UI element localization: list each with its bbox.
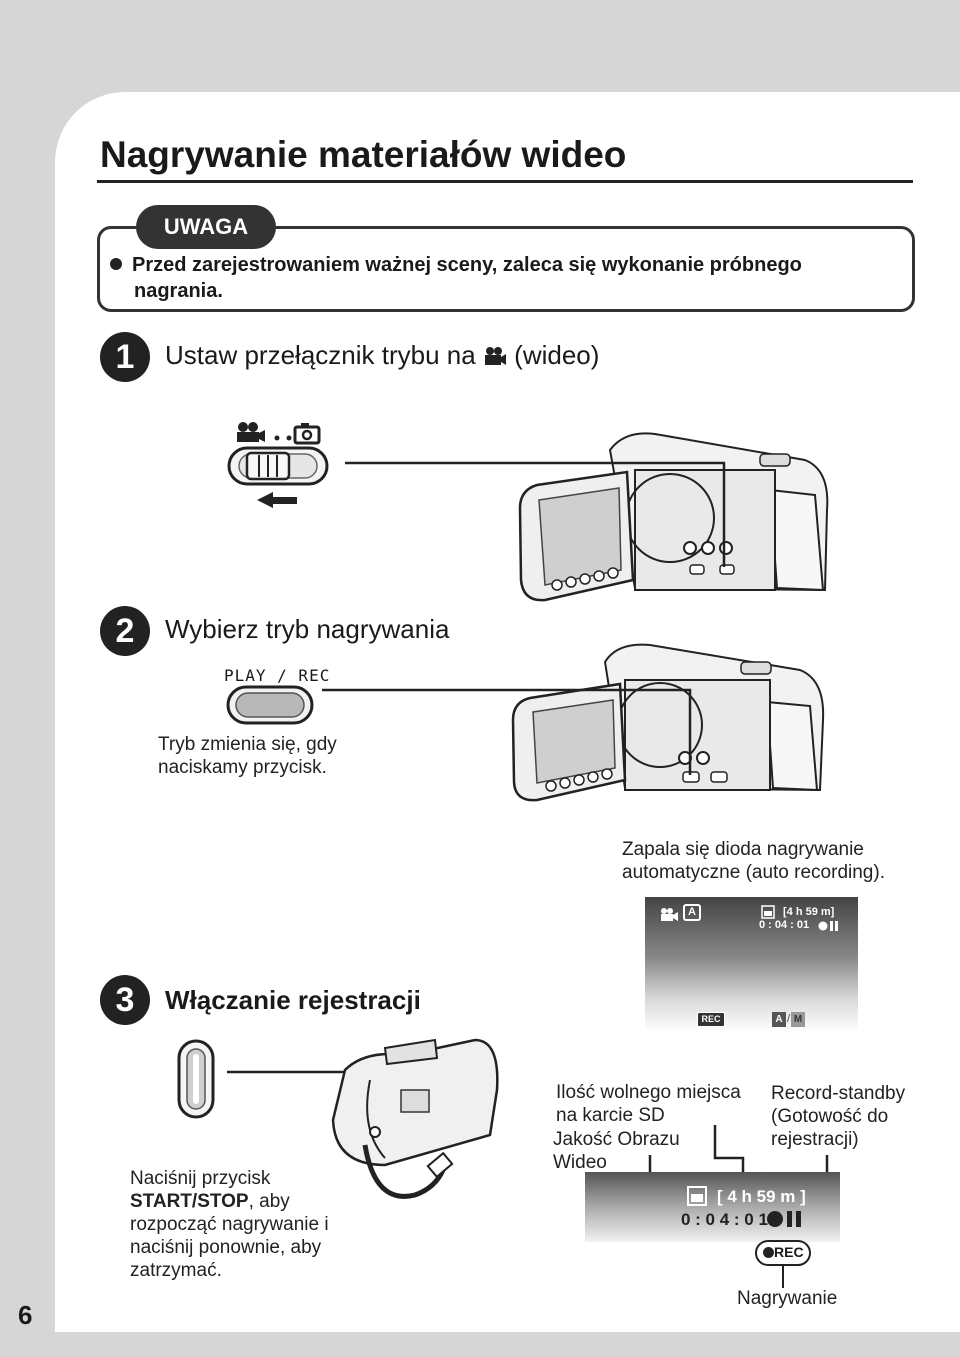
quality-line-2: Wideo (553, 1152, 607, 1173)
step-1-heading: Ustaw przełącznik trybu na (wideo) (165, 340, 599, 371)
quality-icon (687, 1186, 707, 1206)
start-stop-label: START/STOP (130, 1191, 249, 1212)
arrow-left-icon (257, 492, 297, 508)
lcd-screen-large: [ 4 h 59 m ] 0 : 0 4 : 0 1 (585, 1172, 840, 1242)
lcd-small-remaining: [4 h 59 m] (783, 906, 835, 918)
video-camera-icon (484, 347, 506, 365)
video-mode-icon (237, 422, 280, 442)
record-standby-icon (767, 1211, 801, 1227)
auto-rec-caption: Zapala się dioda nagrywanie automatyczne… (622, 838, 885, 884)
free-space-line-2: na karcie SD (556, 1105, 665, 1126)
step-3-caption-line-4: naciśnij ponownie, aby (130, 1237, 322, 1258)
step-1-heading-suffix: (wideo) (514, 340, 600, 370)
start-stop-button-illustration (177, 1039, 215, 1119)
step-1-badge: 1 (100, 332, 150, 382)
lcd-small-m-label: M (791, 1012, 805, 1027)
lcd-large-remaining: [ 4 h 59 m ] (717, 1187, 806, 1206)
step-2-badge: 2 (100, 606, 150, 656)
step-2-caption-line-1: Tryb zmienia się, gdy (158, 734, 337, 755)
free-space-label: Ilość wolnego miejsca na karcie SD (556, 1081, 741, 1127)
camcorder-illustration-3 (331, 1038, 499, 1199)
auto-rec-line-1: Zapala się dioda nagrywanie (622, 839, 864, 860)
lcd-small-counter: 0 : 04 : 01 (759, 919, 810, 931)
photo-mode-icon (286, 423, 321, 445)
leader-line-1 (345, 461, 726, 567)
note-box (97, 226, 915, 312)
page-number: 6 (18, 1300, 33, 1330)
step-3-caption-line-1: Naciśnij przycisk (130, 1168, 271, 1189)
step-1-heading-text: Ustaw przełącznik trybu na (165, 340, 476, 370)
rec-dot-icon (763, 1247, 774, 1258)
step-3-badge: 3 (100, 975, 150, 1025)
bullet-icon (110, 258, 122, 270)
step-3-caption-line-3: rozpocząć nagrywanie i (130, 1214, 329, 1235)
leader-line-rec (782, 1266, 784, 1288)
step-2-caption: Tryb zmienia się, gdy naciskamy przycisk… (158, 733, 337, 779)
step-3-caption-line-5: zatrzymać. (130, 1260, 222, 1281)
note-text: Przed zarejestrowaniem ważnej sceny, zal… (110, 252, 870, 304)
quality-line-1: Jakość Obrazu (553, 1129, 680, 1150)
lcd-small-slash: / (787, 1013, 791, 1025)
step-2-heading: Wybierz tryb nagrywania (165, 614, 450, 644)
camcorder-illustration-1 (518, 432, 829, 602)
leader-line-2 (322, 688, 692, 775)
step-3-caption: Naciśnij przycisk START/STOP, aby rozpoc… (130, 1167, 329, 1282)
step-2-caption-line-2: naciskamy przycisk. (158, 757, 327, 778)
auto-mode-indicator: A (683, 904, 701, 921)
note-line-2: nagrania. (134, 280, 223, 302)
play-rec-button (226, 685, 314, 725)
note-tab: UWAGA (136, 205, 276, 249)
standby-line-3: rejestracji) (771, 1129, 859, 1150)
lcd-small-a-label: A (772, 1012, 786, 1027)
step-3-caption-line-2: , aby (248, 1191, 290, 1212)
mode-switch-illustration (227, 422, 329, 508)
page-title: Nagrywanie materiałów wideo (100, 134, 627, 175)
note-line-1: Przed zarejestrowaniem ważnej sceny, zal… (132, 254, 802, 276)
lcd-small-rec-button: REC (697, 1012, 725, 1027)
rec-indicator-label: REC (774, 1244, 804, 1260)
free-space-line-1: Ilość wolnego miejsca (556, 1082, 741, 1103)
standby-label: Record-standby (Gotowość do rejestracji) (771, 1082, 905, 1151)
quality-icon (761, 905, 775, 919)
title-divider (97, 180, 913, 183)
standby-line-2: (Gotowość do (771, 1106, 889, 1127)
lcd-screen-small: A [4 h 59 m] 0 : 04 : 01 REC A / M (645, 897, 858, 1032)
lcd-large-counter: 0 : 0 4 : 0 1 (681, 1210, 768, 1229)
record-standby-icon (818, 921, 838, 931)
camcorder-illustration-2 (511, 643, 825, 802)
standby-line-1: Record-standby (771, 1083, 906, 1104)
quality-label: Jakość Obrazu Wideo (553, 1128, 680, 1174)
rec-indicator: REC (755, 1240, 811, 1266)
auto-rec-line-2: automatyczne (auto recording). (622, 862, 885, 883)
step-3-heading: Włączanie rejestracji (165, 985, 421, 1015)
recording-label: Nagrywanie (737, 1288, 838, 1309)
video-mode-icon (661, 908, 678, 921)
play-rec-label: PLAY / REC (224, 666, 331, 685)
